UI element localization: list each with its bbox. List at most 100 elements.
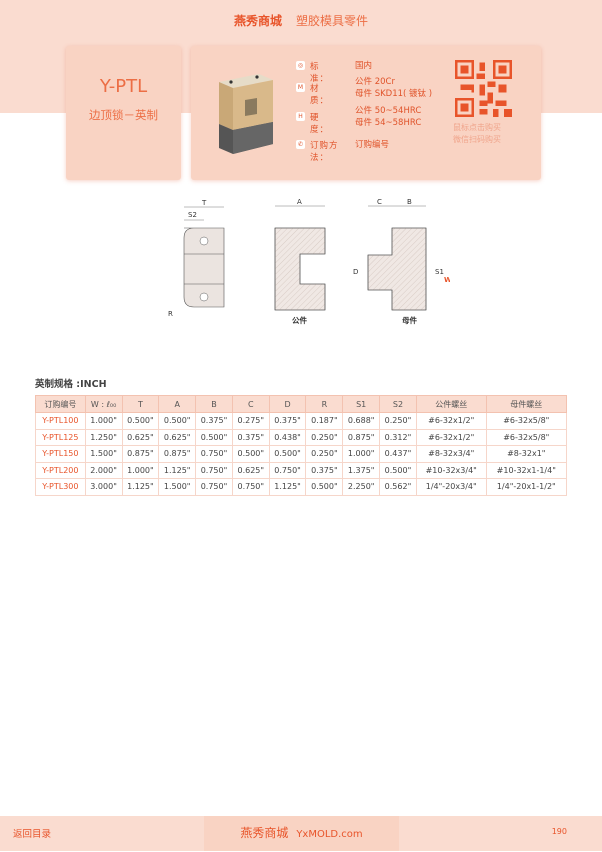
table-cell: 0.500" [268, 445, 307, 463]
table-cell: 0.625" [231, 461, 270, 479]
table-cell: 1/4"-20x3/4" [415, 478, 487, 496]
table-cell: 0.688" [342, 412, 381, 430]
svg-text:C: C [377, 198, 382, 206]
column-header: C [231, 395, 270, 413]
svg-text:D: D [353, 268, 358, 276]
table-cell: #8-32x3/4" [415, 445, 487, 463]
table-cell: 0.875" [342, 428, 381, 446]
svg-text:S2: S2 [188, 211, 197, 219]
female-part-view: C B D S1 W 母件 [353, 198, 450, 325]
table-cell: 1/4"-20x1-1/2" [485, 478, 568, 496]
standard-icon: ◎ [296, 61, 305, 70]
table-cell: 0.875" [158, 445, 197, 463]
section-title: 英制规格 :INCH [35, 379, 107, 390]
male-part-view: A 公件 [274, 198, 326, 325]
order-code-cell[interactable]: Y-PTL300 [35, 478, 86, 496]
qr-code[interactable] [455, 60, 512, 117]
click-buy-link[interactable]: 鼠标点击购买 [453, 123, 501, 132]
phone-icon: ✆ [296, 140, 305, 149]
table-cell: 0.562" [379, 478, 417, 496]
table-cell: 1.000" [121, 461, 160, 479]
order-code-cell[interactable]: Y-PTL100 [35, 412, 86, 430]
svg-text:T: T [201, 199, 207, 207]
table-cell: 0.750" [195, 445, 233, 463]
table-cell: 3.000" [84, 478, 123, 496]
column-header: T [121, 395, 160, 413]
page-number: 190 [551, 827, 567, 836]
side-view: T S2 R [168, 199, 225, 318]
table-cell: 0.625" [158, 428, 197, 446]
table-cell: 1.500" [158, 478, 197, 496]
table-cell: 0.375" [195, 412, 233, 430]
table-cell: 2.250" [342, 478, 381, 496]
technical-drawings: T S2 R A 公件 C B D S1 W 母件 [168, 198, 450, 325]
table-cell: 1.375" [342, 461, 381, 479]
column-header: 母件螺丝 [485, 395, 568, 413]
svg-text:R: R [168, 310, 173, 318]
table-cell: 0.250" [379, 412, 417, 430]
table-cell: 0.500" [231, 445, 270, 463]
table-cell: 0.275" [231, 412, 270, 430]
column-header: S2 [379, 395, 417, 413]
table-cell: #10-32x3/4" [415, 461, 487, 479]
order-code-cell[interactable]: Y-PTL200 [35, 461, 86, 479]
site-link[interactable]: YxMOLD.com [296, 829, 363, 840]
product-name: 边顶锁－英制 [89, 108, 158, 122]
table-cell: 0.375" [231, 428, 270, 446]
table-cell: #6-32x5/8" [485, 412, 568, 430]
column-header: A [158, 395, 197, 413]
table-cell: 0.750" [195, 461, 233, 479]
spec-order: ✆订购方法：订购编号 [296, 140, 390, 163]
table-cell: 0.250" [305, 428, 344, 446]
page-header: 燕秀商城塑胶模具零件 [0, 12, 602, 29]
back-to-contents-link[interactable]: 返回目录 [13, 829, 52, 840]
table-cell: 0.500" [379, 461, 417, 479]
column-header: S1 [342, 395, 381, 413]
table-cell: 0.750" [231, 478, 270, 496]
spec-standard: ◎标 准：国内 [296, 61, 373, 84]
table-cell: 1.250" [84, 428, 123, 446]
table-cell: 0.437" [379, 445, 417, 463]
product-card: Y-PTL 边顶锁－英制 [66, 46, 181, 180]
material-icon: M [296, 83, 305, 92]
table-cell: 0.750" [195, 478, 233, 496]
product-image [219, 74, 273, 154]
order-code-cell[interactable]: Y-PTL125 [35, 428, 86, 446]
qr-caption: 鼠标点击购买微信扫码购买 [453, 123, 501, 144]
column-header: 公件螺丝 [415, 395, 487, 413]
column-header: W : ℓ₀₀ [84, 395, 123, 413]
table-cell: 0.750" [268, 461, 307, 479]
table-cell: #6-32x1/2" [415, 428, 487, 446]
table-cell: 0.375" [305, 461, 344, 479]
table-cell: 0.875" [121, 445, 160, 463]
table-cell: 1.125" [158, 461, 197, 479]
table-cell: 1.125" [121, 478, 160, 496]
svg-text:母件: 母件 [402, 315, 417, 325]
table-cell: #10-32x1-1/4" [485, 461, 568, 479]
table-cell: 0.250" [305, 445, 344, 463]
table-cell: #6-32x1/2" [415, 412, 487, 430]
table-cell: 0.187" [305, 412, 344, 430]
table-cell: 0.500" [195, 428, 233, 446]
svg-text:B: B [407, 198, 412, 206]
table-cell: 0.438" [268, 428, 307, 446]
category-name: 塑胶模具零件 [296, 14, 369, 28]
table-cell: 0.312" [379, 428, 417, 446]
column-header: B [195, 395, 233, 413]
table-cell: 1.000" [84, 412, 123, 430]
brand-name[interactable]: 燕秀商城 [233, 14, 282, 28]
svg-text:S1: S1 [435, 268, 444, 276]
table-cell: 0.500" [121, 412, 160, 430]
svg-text:W: W [444, 276, 450, 284]
order-code-cell[interactable]: Y-PTL150 [35, 445, 86, 463]
table-cell: 0.375" [268, 412, 307, 430]
table-cell: 0.500" [158, 412, 197, 430]
